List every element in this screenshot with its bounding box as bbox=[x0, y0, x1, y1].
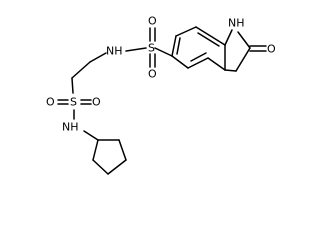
atom-label-o-alkyl-left: O bbox=[46, 96, 55, 109]
atom-label-o-carbonyl: O bbox=[267, 43, 276, 56]
bond-c2-c3 bbox=[235, 47, 251, 72]
bond-c3a-c4 bbox=[207, 57, 226, 71]
atom-label-o-aryl-bottom: O bbox=[148, 68, 157, 81]
aromatic-double-c6-c7 bbox=[176, 37, 181, 55]
bond-ch2-ch2 bbox=[71, 61, 91, 79]
bond-n1-c2 bbox=[237, 31, 251, 49]
bond-c6-c7 bbox=[171, 35, 177, 57]
aryl-sulfonyl-group bbox=[125, 27, 173, 68]
atom-label-o-alkyl-right: O bbox=[92, 96, 101, 109]
bond-c7a-n1 bbox=[224, 29, 233, 46]
cyclopentyl-ring bbox=[83, 130, 127, 175]
atom-label-nh-indoline: NH bbox=[228, 17, 245, 30]
bond-c5-c6 bbox=[171, 55, 189, 69]
ethyl-linker bbox=[71, 52, 107, 94]
bond-c5-s bbox=[154, 47, 173, 57]
bond-c3-c3a bbox=[224, 69, 237, 72]
bond-s-nh bbox=[125, 47, 147, 52]
chemical-structure-diagram: NH O S O O NH S O O NH bbox=[46, 15, 276, 175]
atom-label-s-aryl: S bbox=[148, 42, 155, 55]
alkyl-sulfonyl-group bbox=[57, 99, 92, 120]
bond-c4-c5 bbox=[118, 139, 127, 161]
bond-nh-c1 bbox=[83, 130, 99, 141]
bond-c7-c7a bbox=[175, 26, 197, 37]
atom-label-nh-sulfonamide: NH bbox=[106, 45, 123, 58]
bond-c2-c3 bbox=[92, 159, 109, 175]
aromatic-double-c7a-ring bbox=[197, 32, 220, 47]
atom-label-o-aryl-top: O bbox=[148, 15, 157, 28]
bond-c4-c5 bbox=[187, 57, 209, 69]
atom-labels: NH O S O O NH S O O NH bbox=[46, 15, 276, 134]
lactam-ring bbox=[224, 29, 267, 72]
bond-nh-ch2 bbox=[89, 52, 107, 63]
atom-label-nh-cyclopentyl: NH bbox=[62, 121, 79, 134]
bond-c3-c4 bbox=[107, 159, 127, 175]
benzene-ring bbox=[171, 26, 226, 71]
bond-c1-c2 bbox=[92, 139, 99, 161]
bond-c7a-c3a bbox=[195, 26, 226, 46]
aromatic-double-c4-c5 bbox=[190, 52, 207, 62]
bond-ch2-s bbox=[71, 77, 74, 94]
atom-label-s-alkyl: S bbox=[70, 96, 77, 109]
